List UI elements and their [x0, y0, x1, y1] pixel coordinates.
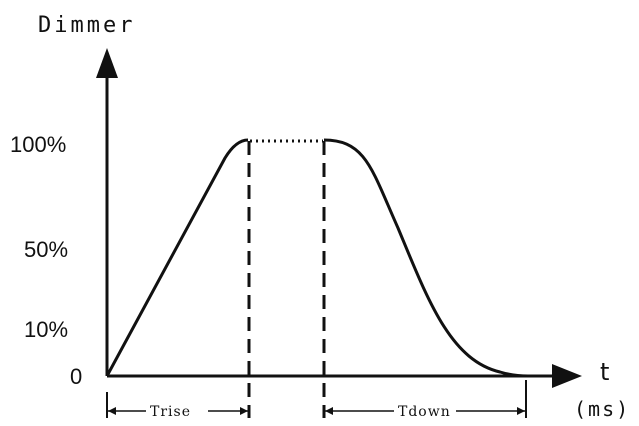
y-label-0: 0: [70, 364, 82, 389]
x-axis-unit: (ms): [574, 397, 630, 421]
y-axis-arrowhead: [96, 48, 118, 78]
trise-label: Trise: [150, 404, 191, 420]
tdown-label: Tdown: [398, 404, 451, 420]
y-label-50: 50%: [24, 237, 68, 262]
fall-curve: [323, 138, 529, 378]
x-axis-label: t: [600, 358, 609, 386]
x-axis-arrowhead: [552, 364, 582, 388]
rise-ramp: [105, 138, 249, 377]
diagram-title: Dimmer: [38, 13, 135, 38]
y-label-100: 100%: [10, 132, 66, 157]
y-label-10: 10%: [24, 317, 68, 342]
